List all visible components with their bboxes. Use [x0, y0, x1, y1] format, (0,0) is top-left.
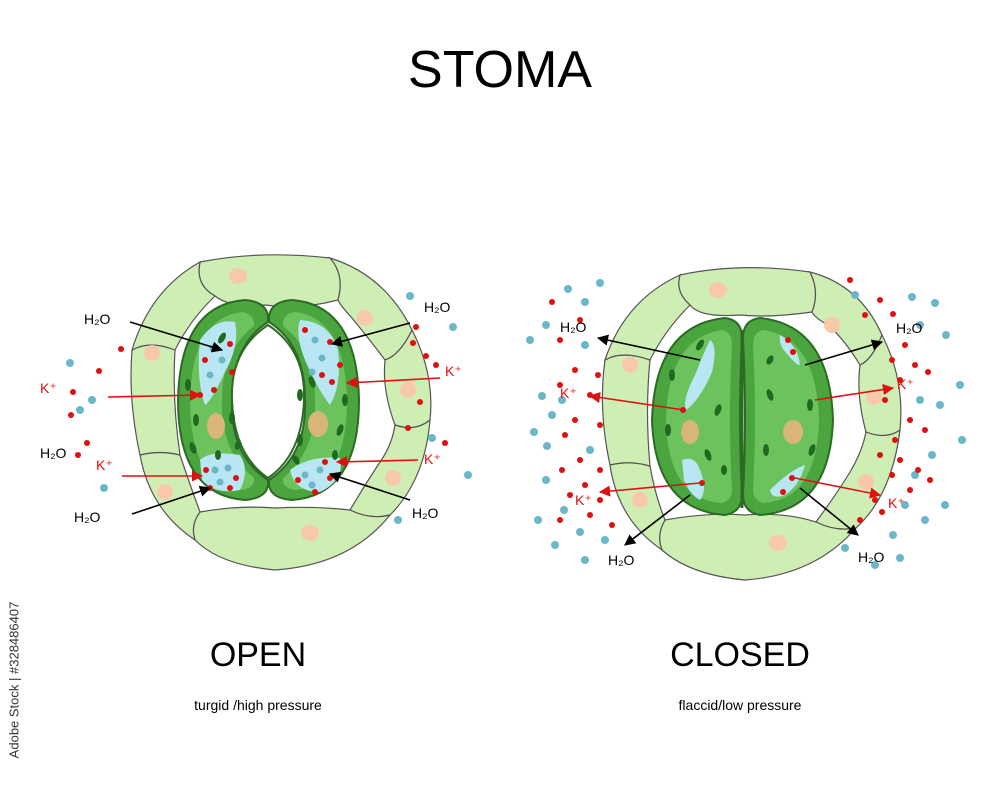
closed-epidermal-cell-top — [678, 267, 817, 317]
closed-label-potassium: K⁺ — [575, 492, 592, 508]
closed-label-water: H₂O — [560, 319, 587, 335]
open-epidermal-cell-left — [130, 344, 181, 456]
closed-epidermal-cell-top-left — [603, 273, 691, 362]
open-epidermal-nucleus — [357, 310, 373, 326]
closed-vacuoles — [682, 335, 805, 500]
open-epidermal-cell-bottom-right — [349, 418, 431, 518]
closed-label-potassium: K⁺ — [897, 376, 914, 392]
closed-label-water: H₂O — [858, 549, 885, 565]
open-label-water: H₂O — [424, 299, 451, 315]
diagram-title: STOMA — [408, 41, 592, 99]
open-stoma: H₂O H₂O K⁺ K⁺ H₂O K⁺ K⁺ H₂O H₂O — [40, 254, 472, 571]
closed-epidermal-nucleus — [858, 474, 874, 490]
closed-labels: H₂O H₂O K⁺ K⁺ K⁺ K⁺ H₂O H₂O — [560, 319, 923, 568]
open-epidermal-nucleus — [144, 345, 160, 361]
open-state-description: turgid /high pressure — [194, 697, 322, 713]
open-epidermal-cell-top-right — [328, 256, 413, 361]
open-label-potassium: K⁺ — [96, 457, 113, 473]
closed-guard-cell-right — [741, 316, 835, 517]
closed-stoma: H₂O H₂O K⁺ K⁺ K⁺ K⁺ H₂O H₂O — [526, 267, 966, 581]
open-label-potassium: K⁺ — [40, 380, 57, 396]
open-external-ions — [66, 292, 472, 524]
closed-epidermal-nucleus — [824, 317, 840, 333]
closed-guard-nucleus-right — [783, 420, 803, 444]
open-epidermal-cell-top-left — [131, 260, 217, 352]
closed-state-description: flaccid/low pressure — [678, 697, 802, 713]
watermark-text: Adobe Stock | #328486407 — [6, 601, 22, 759]
closed-epidermal-cell-top-right — [808, 271, 883, 366]
open-epidermal-cell-top — [198, 254, 341, 308]
closed-label-water: H₂O — [608, 552, 635, 568]
open-label-water: H₂O — [74, 509, 101, 525]
open-epidermal-nucleus — [229, 268, 247, 284]
closed-label-potassium: K⁺ — [560, 385, 577, 401]
open-chloroplasts — [185, 332, 348, 465]
closed-chloroplasts — [665, 339, 816, 475]
closed-label-potassium: K⁺ — [888, 495, 905, 511]
open-epidermal-nucleus — [385, 470, 401, 486]
open-epidermal-nucleus — [157, 484, 173, 500]
closed-epidermal-nucleus — [866, 389, 882, 405]
open-guard-nucleus-left — [207, 413, 225, 439]
closed-guard-cell-left — [650, 316, 744, 517]
open-epidermal-nucleus — [301, 525, 319, 541]
open-labels: H₂O H₂O K⁺ K⁺ H₂O K⁺ K⁺ H₂O H₂O — [40, 299, 462, 525]
closed-arrows — [588, 334, 895, 546]
open-label-water: H₂O — [412, 505, 439, 521]
closed-label-water: H₂O — [896, 320, 923, 336]
closed-epidermal-nuclei — [622, 282, 882, 551]
open-label-potassium: K⁺ — [424, 451, 441, 467]
closed-epidermal-nucleus — [622, 357, 638, 373]
closed-external-ions — [526, 277, 966, 569]
closed-epidermal-nucleus — [709, 282, 727, 298]
closed-epidermal-nucleus — [769, 535, 787, 551]
open-epidermal-cell-bottom — [192, 506, 392, 571]
closed-state-label: CLOSED — [670, 636, 810, 674]
closed-guard-nucleus-left — [681, 420, 699, 444]
open-arrows — [107, 321, 441, 515]
closed-epidermal-nucleus — [632, 492, 648, 508]
open-label-water: H₂O — [84, 311, 111, 327]
open-epidermal-nucleus — [400, 382, 416, 398]
open-label-potassium: K⁺ — [445, 363, 462, 379]
stock-watermark: Adobe Stock | #328486407 — [4, 560, 24, 800]
open-guard-nucleus-right — [308, 411, 328, 437]
open-epidermal-cells — [130, 254, 432, 571]
open-epidermal-nuclei — [144, 268, 416, 541]
open-label-water: H₂O — [40, 445, 67, 461]
open-state-label: OPEN — [209, 636, 307, 674]
